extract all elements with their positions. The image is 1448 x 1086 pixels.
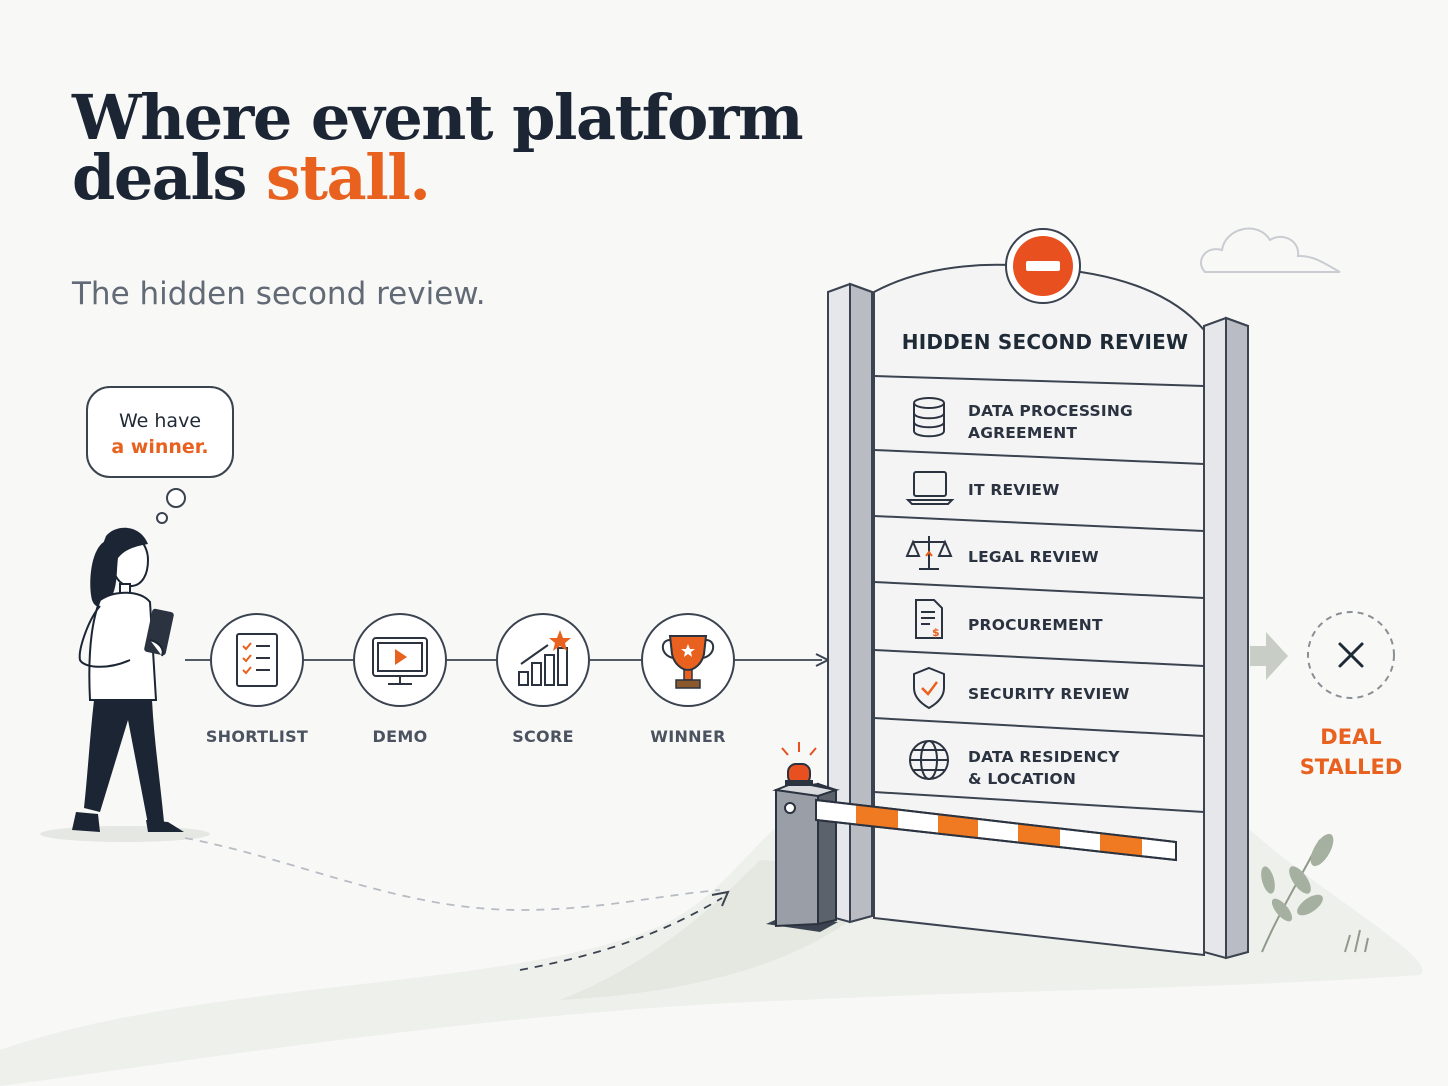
bar-chart-star-icon	[518, 630, 571, 686]
sign-structure	[827, 263, 1249, 960]
checklist-icon	[236, 633, 278, 687]
step-label-score: SCORE	[512, 727, 574, 746]
headline-line1: Where event platform	[72, 81, 804, 154]
dashed-path-dark	[519, 897, 723, 971]
sign-item-line2: & LOCATION	[968, 770, 1077, 788]
outcome-line1: DEAL	[1320, 725, 1382, 749]
sign-item-procurement: PROCUREMENT	[968, 614, 1103, 636]
sign-item-data-processing: DATA PROCESSING AGREEMENT	[968, 400, 1133, 444]
x-icon	[1338, 642, 1364, 668]
speech-bubble: We have a winner.	[86, 386, 234, 478]
headline: Where event platform deals stall.	[72, 87, 804, 209]
dashed-arrowhead	[711, 890, 730, 907]
outcome-line2: STALLED	[1299, 755, 1403, 779]
sign-item-line1: IT REVIEW	[968, 481, 1060, 499]
sign-item-line1: PROCUREMENT	[968, 616, 1103, 634]
sign-item-line1: DATA RESIDENCY	[968, 748, 1120, 766]
sign-item-data-residency: DATA RESIDENCY & LOCATION	[968, 746, 1120, 790]
sign-item-it-review: IT REVIEW	[968, 479, 1060, 501]
deal-stalled-label: DEAL STALLED	[1290, 722, 1412, 782]
plant-decoration	[1261, 833, 1369, 953]
sign-title: HIDDEN SECOND REVIEW	[901, 330, 1189, 354]
step-label-shortlist: SHORTLIST	[205, 727, 309, 746]
no-entry-icon	[1005, 228, 1081, 304]
speech-line1: We have	[118, 410, 202, 432]
globe-icon	[909, 740, 949, 780]
laptop-icon	[905, 471, 955, 505]
thought-dot-large	[166, 488, 186, 508]
sign-item-legal-review: LEGAL REVIEW	[968, 546, 1099, 568]
video-monitor-icon	[372, 637, 428, 685]
step-label-demo: DEMO	[372, 727, 428, 746]
sign-item-line1: DATA PROCESSING	[968, 402, 1133, 420]
thought-dot-small	[156, 512, 168, 524]
sign-item-line2: AGREEMENT	[968, 424, 1078, 442]
sign-item-security-review: SECURITY REVIEW	[968, 683, 1130, 705]
invoice-document-icon: $	[915, 599, 943, 639]
step-label-winner: WINNER	[650, 727, 726, 746]
sign-item-line1: LEGAL REVIEW	[968, 548, 1099, 566]
cloud-icon	[1200, 227, 1341, 273]
database-icon	[913, 397, 945, 438]
shield-check-icon	[913, 666, 945, 710]
barrier-gate	[766, 742, 1177, 932]
sign-item-line1: SECURITY REVIEW	[968, 685, 1130, 703]
outcome-arrow	[1250, 632, 1288, 680]
headline-line2-prefix: deals	[72, 141, 267, 214]
outcome-circle	[1307, 611, 1395, 699]
dashed-path-light	[184, 837, 721, 911]
person-figure	[40, 527, 210, 842]
subtitle: The hidden second review.	[72, 276, 486, 312]
scales-icon	[905, 536, 953, 570]
headline-accent: stall.	[266, 141, 431, 214]
trophy-icon	[661, 635, 715, 689]
speech-line2: a winner.	[111, 436, 209, 458]
svg-text:$: $	[932, 626, 940, 639]
